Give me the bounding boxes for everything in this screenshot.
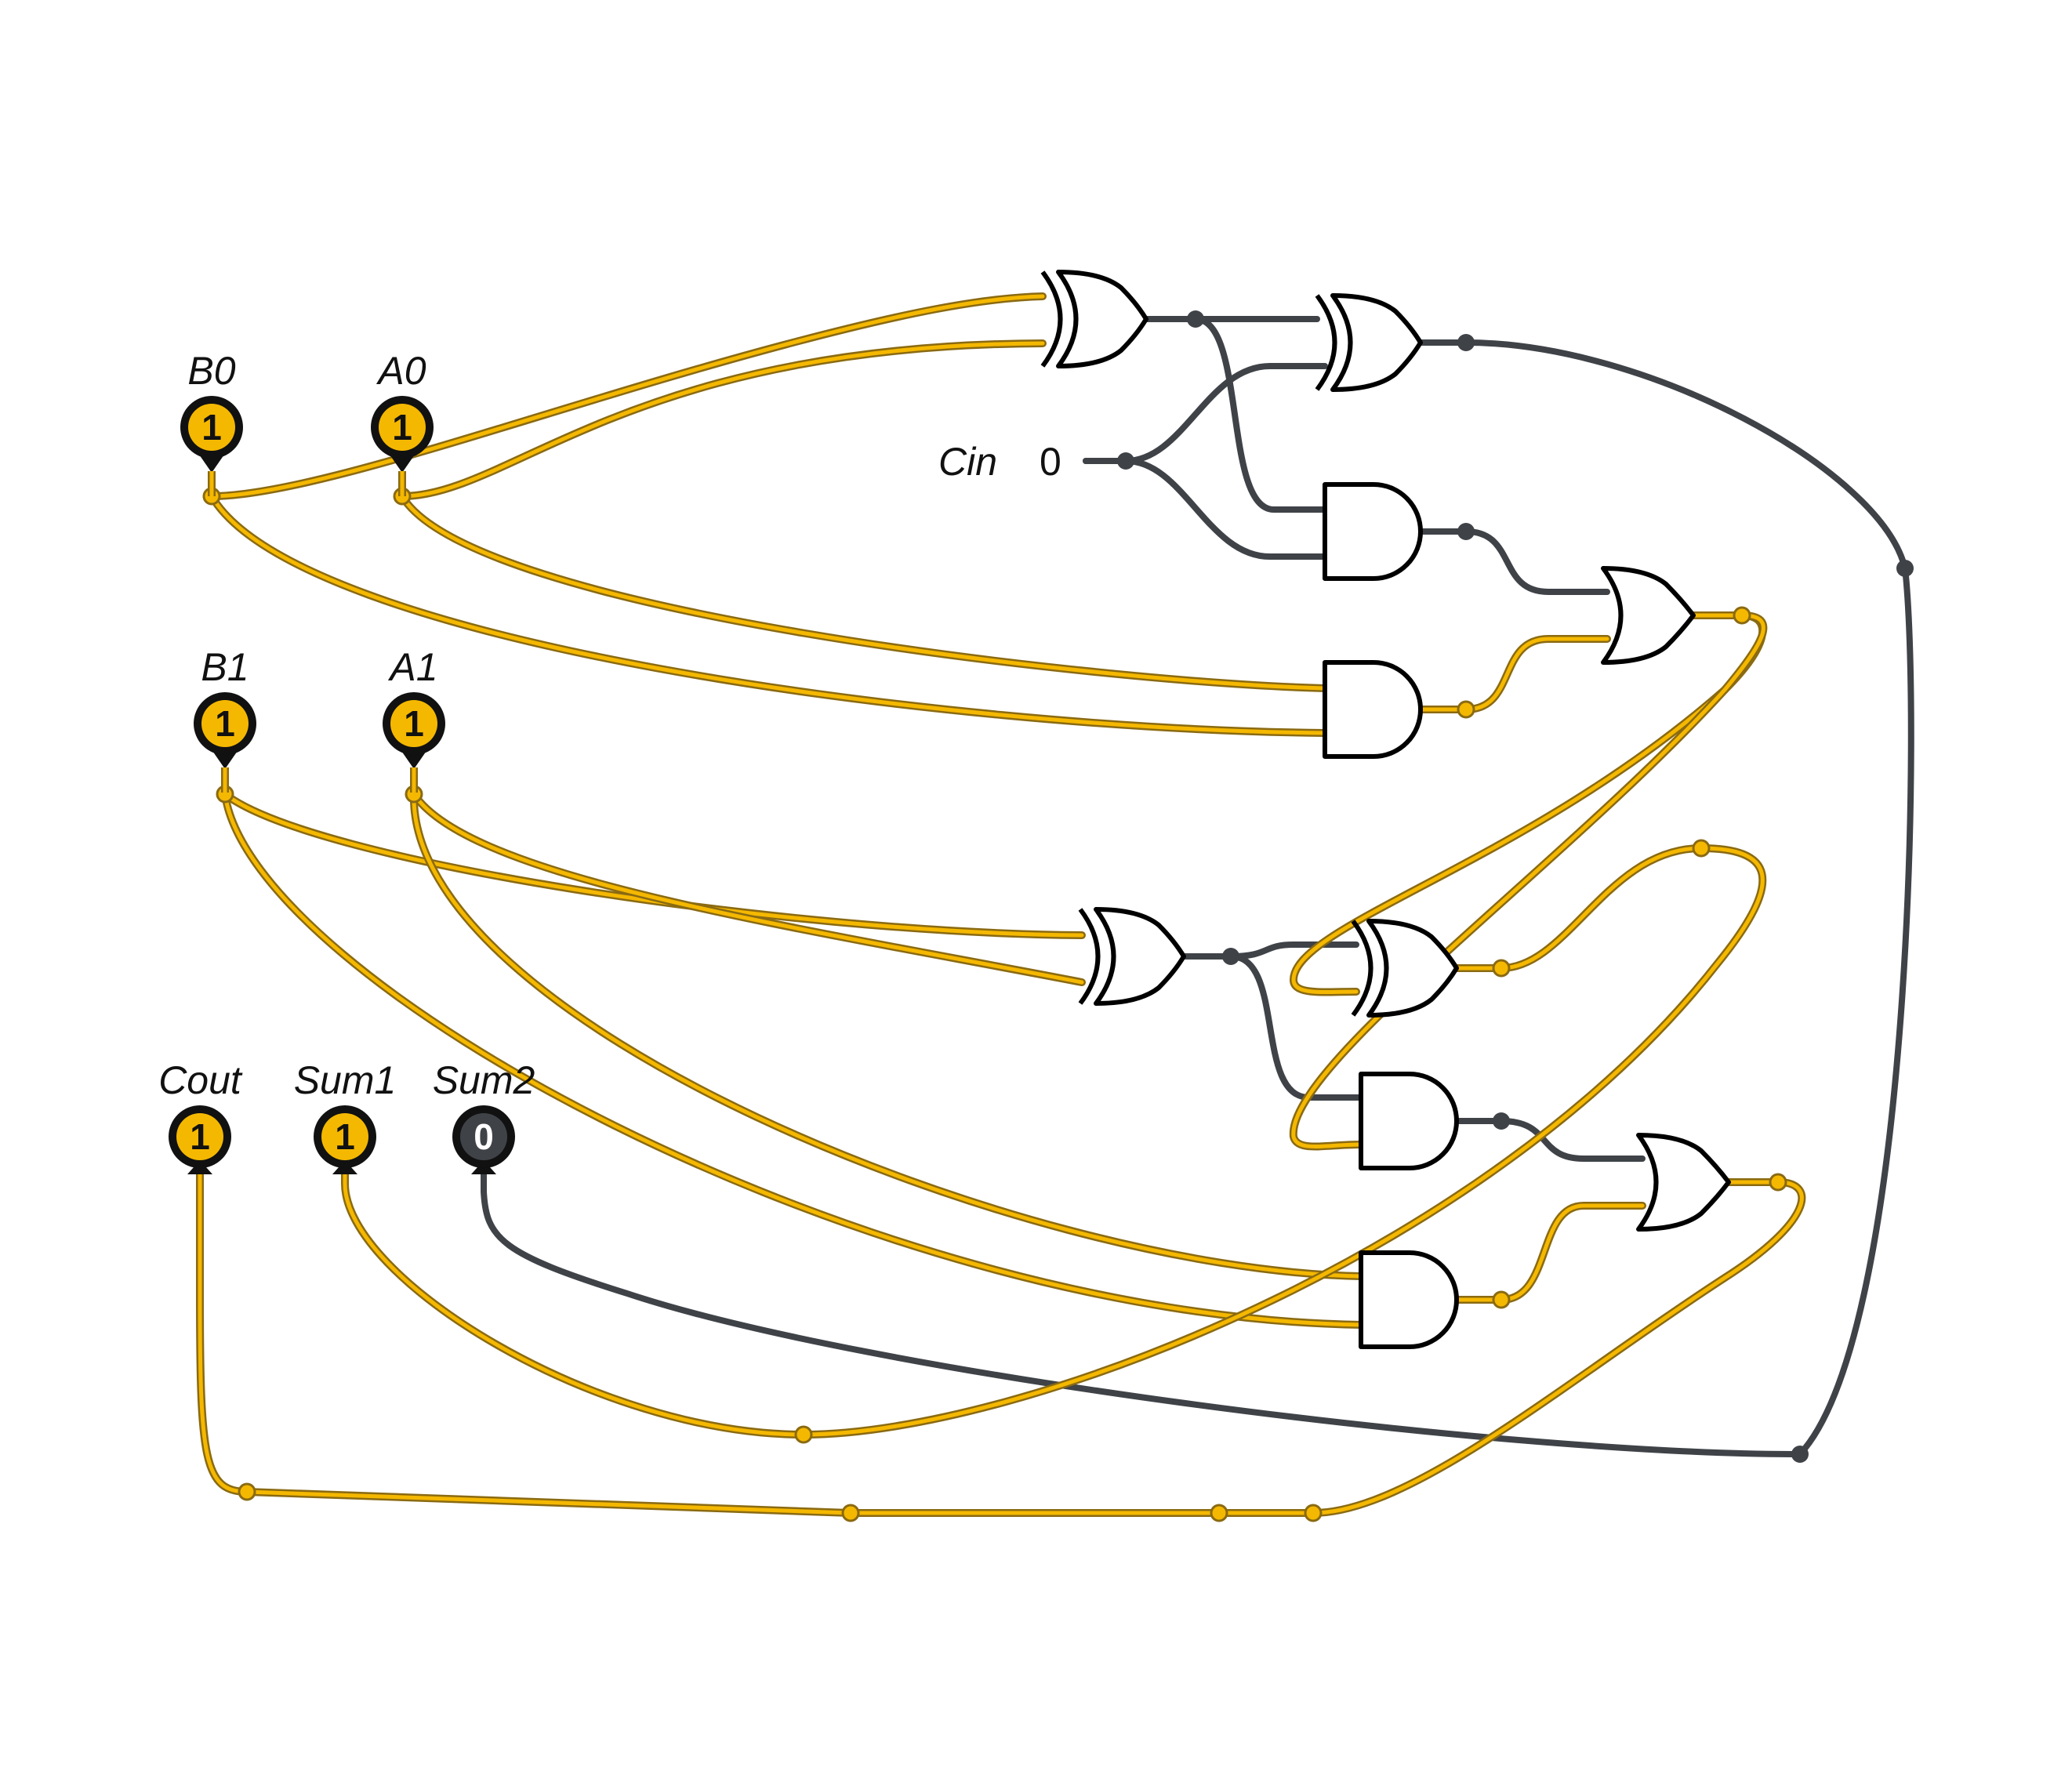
- wire-xor1-to-and1: [1192, 316, 1328, 513]
- junction-dot: [1187, 310, 1204, 328]
- wire-a0-to-xor1: [398, 339, 1047, 500]
- pin-value: 1: [201, 407, 222, 448]
- pin-label: B0: [187, 349, 235, 393]
- junction-dot: [238, 1482, 256, 1501]
- pin-fill: [460, 1113, 507, 1160]
- xor-gate[interactable]: [1351, 919, 1459, 1018]
- pin-label: B1: [201, 645, 249, 689]
- pin-fill: [201, 700, 249, 747]
- wire-xor4-to-sum1: [341, 844, 1767, 1439]
- wire-b1-to-and4: [221, 790, 1365, 1329]
- pin-label: Sum2: [433, 1058, 535, 1102]
- sum2-output-pin: 0 Sum2: [433, 1058, 535, 1174]
- b0-input-pin[interactable]: 1B0: [180, 349, 243, 496]
- cin-value: 0: [1040, 440, 1061, 484]
- sum1-output-pin: 1 Sum1: [294, 1058, 397, 1174]
- junction-dot: [1769, 1173, 1787, 1192]
- wires-on: [196, 292, 1806, 1517]
- b1-input-pin[interactable]: 1B1: [194, 645, 256, 793]
- wire-b1-to-xor3: [221, 790, 1086, 939]
- wire-a1-to-xor3: [410, 790, 1086, 986]
- wire-a1-to-and4: [409, 790, 1365, 1280]
- gates: [1040, 270, 1731, 1349]
- junction-dot: [1791, 1446, 1809, 1463]
- pin-value: 1: [215, 703, 235, 744]
- pin-value: 1: [392, 407, 412, 448]
- pin-fill: [390, 700, 437, 747]
- a1-input-pin[interactable]: 1A1: [383, 645, 445, 793]
- and-gate[interactable]: [1323, 482, 1423, 581]
- xor-gate[interactable]: [1315, 293, 1423, 392]
- wire-xor2-to-sum2: [481, 339, 1914, 1458]
- wire-xor3-to-xor4: [1228, 941, 1359, 960]
- or-gate[interactable]: [1601, 566, 1696, 665]
- and-gate[interactable]: [1323, 660, 1423, 759]
- junction-dot: [1457, 700, 1475, 719]
- pin-label: A0: [376, 349, 426, 393]
- pin-value: 1: [404, 703, 424, 744]
- junction-dot: [841, 1504, 860, 1522]
- pin-fill: [176, 1113, 223, 1160]
- wire-b0-to-xor1: [208, 292, 1047, 500]
- output-pins: 1 Cout 1 Sum1 0 Sum2: [158, 1058, 535, 1174]
- pin-fill: [188, 404, 235, 451]
- constant-cin: Cin 0: [938, 440, 1129, 484]
- wire-b0-to-and2: [208, 492, 1329, 737]
- pin-fill: [379, 404, 426, 451]
- wires-off: [481, 316, 1914, 1458]
- wire-and2-to-or1: [1417, 635, 1611, 713]
- pin-value: 0: [474, 1116, 494, 1157]
- wire-xor3-to-and3: [1181, 953, 1364, 1101]
- wire-or1-to-and3: [1289, 611, 1768, 1151]
- pin-label: Cout: [158, 1058, 243, 1102]
- junction-dot: [794, 1425, 813, 1444]
- cin-label: Cin: [938, 440, 997, 484]
- and-gate[interactable]: [1359, 1250, 1459, 1349]
- pin-value: 1: [190, 1116, 210, 1157]
- wire-or2-to-cout: [196, 1168, 1806, 1517]
- junction-dot: [1304, 1504, 1323, 1522]
- junction-dot: [1210, 1504, 1228, 1522]
- wire-cin-to-and1: [1123, 458, 1328, 560]
- or-gate[interactable]: [1636, 1133, 1731, 1232]
- pin-fill: [321, 1113, 368, 1160]
- wire-and1-to-or1: [1417, 528, 1610, 595]
- xor-gate[interactable]: [1040, 270, 1148, 368]
- junction-dot: [1492, 959, 1511, 978]
- junction-dot: [1733, 606, 1751, 625]
- a0-input-pin[interactable]: 1A0: [371, 349, 434, 496]
- junction-dot: [1692, 839, 1711, 858]
- wire-and3-to-or2: [1453, 1118, 1646, 1162]
- junction-dot: [1222, 948, 1239, 965]
- xor-gate[interactable]: [1078, 907, 1186, 1006]
- junction-dot: [1492, 1290, 1511, 1309]
- wire-cin-to-xor2: [1083, 363, 1328, 464]
- pin-value: 1: [335, 1116, 355, 1157]
- cout-output-pin: 1 Cout: [158, 1058, 243, 1174]
- wire-and4-to-or2: [1453, 1202, 1646, 1304]
- junction-dot: [1896, 560, 1914, 577]
- junction-dot: [1457, 523, 1475, 540]
- and-gate[interactable]: [1359, 1072, 1459, 1170]
- junction-dot: [1457, 334, 1475, 351]
- junction-dot: [1493, 1112, 1510, 1130]
- wire-a0-to-and2: [398, 492, 1329, 692]
- pin-label: Sum1: [294, 1058, 397, 1102]
- pin-label: A1: [387, 645, 437, 689]
